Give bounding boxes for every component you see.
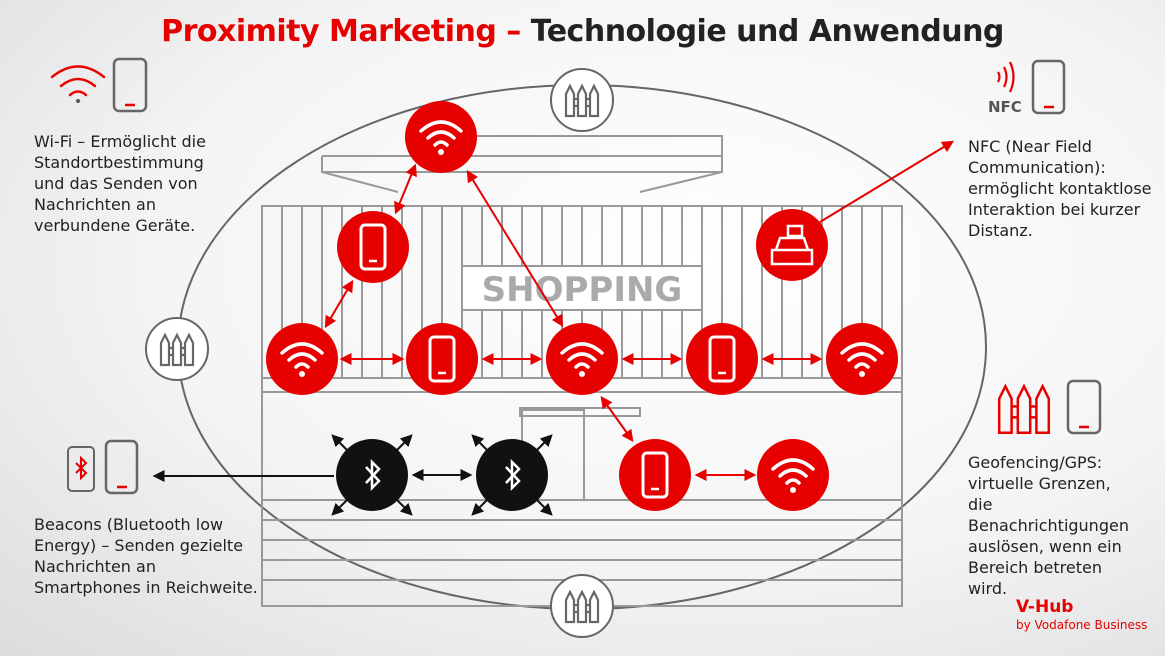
fence-icon-bottom [550,574,614,638]
connection-arrows [324,163,823,481]
vhub-logo: V-Hub by Vodafone Business [1016,597,1147,632]
nfc-arrow [819,140,955,223]
cash-register-icon [756,209,828,281]
phone-node [406,323,478,395]
page-title: Proximity Marketing – Technologie und An… [0,14,1165,49]
wifi-node [405,101,477,173]
fence-icon-top [550,68,614,132]
wifi-node [757,439,829,511]
logo-subtitle: by Vodafone Business [1016,618,1148,632]
nfc-icon [997,61,1015,93]
phone-node [686,323,758,395]
beacon-description: Beacons (Bluetooth low Energy) – Senden … [34,515,258,597]
wifi-node [826,323,898,395]
fence-icon-left [145,317,209,381]
wifi-description: Wi-Fi – Ermöglicht die Standortbestimmun… [34,132,206,235]
bluetooth-beacon [336,439,408,511]
nfc-description: NFC (Near Field Communication): ermöglic… [968,137,1152,240]
logo-name: V-Hub [1016,597,1074,617]
smartphone-icon [104,439,139,495]
title-part-2: Technologie und Anwendung [530,14,1005,49]
geofence-icon [997,383,1051,435]
phone-node [337,211,409,283]
shopping-sign: SHOPPING [482,270,683,310]
nfc-label: NFC [988,98,1022,116]
geofencing-description: Geofencing/GPS: virtuelle Grenzen, die B… [968,453,1129,598]
wifi-node [266,323,338,395]
bluetooth-beacon [476,439,548,511]
phone-node [619,439,691,511]
smartphone-icon [112,57,148,113]
bluetooth-icon [67,446,95,492]
beacon-signal-arrows [152,434,553,516]
wifi-icon [50,65,106,103]
title-part-1: Proximity Marketing – [161,14,521,49]
wifi-node [546,323,618,395]
smartphone-icon [1031,59,1066,115]
smartphone-icon [1066,379,1102,435]
